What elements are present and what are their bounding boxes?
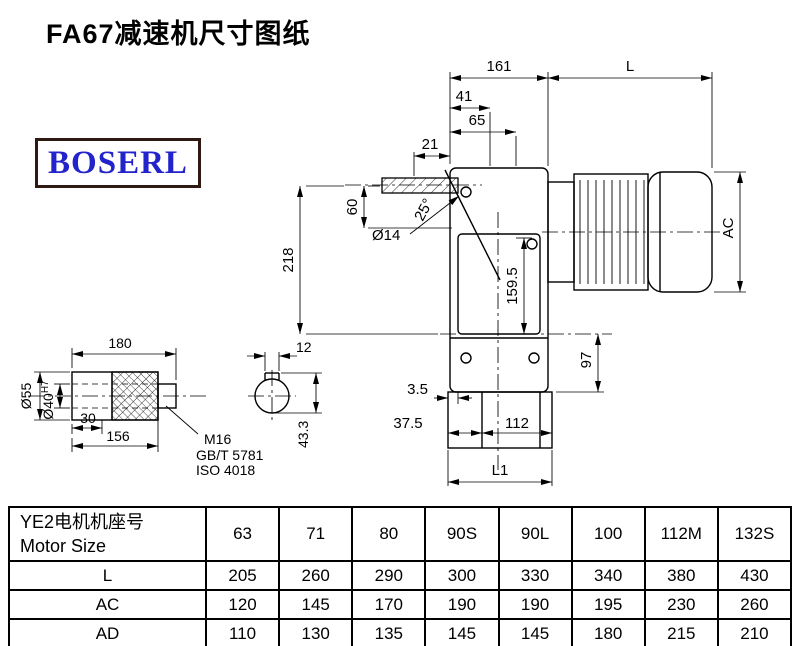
table-cell: 195 [570, 589, 646, 620]
dim-156-label: 156 [106, 428, 130, 444]
shaft-knurl-cross [112, 372, 158, 420]
gearbox-housing [449, 167, 549, 393]
table-cell: 170 [351, 589, 427, 620]
table-cell: 330 [497, 560, 573, 591]
input-shaft [381, 177, 459, 194]
dim-161-label: 161 [486, 58, 511, 75]
dim-25deg-label: 25° [411, 196, 437, 224]
table-cell: 210 [716, 618, 793, 646]
table-cell: 380 [643, 560, 719, 591]
boserl-logo: BOSERL [35, 138, 201, 188]
motor-size-col-90s: 90S [424, 506, 500, 562]
dim-60-label: 60 [344, 199, 361, 216]
motor-size-header-cn: YE2电机机座号 [20, 512, 145, 532]
dim-159-5-label: 159.5 [504, 267, 521, 305]
table-cell: 260 [278, 560, 354, 591]
table-cell: 110 [204, 618, 281, 646]
dim-65-label: 65 [469, 112, 486, 129]
motor [542, 171, 730, 293]
dim-L1-label: L1 [492, 462, 509, 479]
row-label-L: L [8, 560, 207, 591]
table-row-AD: AD 110 130 135 145 145 180 215 210 [8, 618, 793, 646]
dim-21-label: 21 [422, 136, 439, 153]
standard-note-iso: ISO 4018 [196, 462, 255, 478]
main-dimensions: 161 L 41 65 21 60 Ø14 218 25° [280, 58, 746, 486]
angle-reference-line [444, 169, 501, 281]
motor-size-col-90l: 90L [497, 506, 573, 562]
dim-L-label: L [626, 58, 634, 75]
size-table: YE2电机机座号 Motor Size 63 71 80 90S 90L 100… [8, 506, 793, 646]
table-cell: 215 [643, 618, 719, 646]
table-cell: 180 [570, 618, 646, 646]
dim-41-label: 41 [456, 88, 473, 105]
motor-size-header: YE2电机机座号 Motor Size [8, 506, 207, 562]
dim-12-label: 12 [296, 339, 312, 355]
motor-size-col-112m: 112M [643, 506, 719, 562]
shaft-detail-view: Ø55 Ø40H7 180 30 156 M16 GB/T 578 [18, 335, 264, 478]
table-cell: 145 [497, 618, 573, 646]
dim-3-5-label: 3.5 [407, 381, 428, 398]
main-view [345, 167, 730, 470]
bolt-hole-top-right [526, 238, 538, 250]
bolt-hole-bottom-right [528, 352, 540, 364]
output-flange [447, 391, 553, 449]
table-cell: 340 [570, 560, 646, 591]
dim-dia55-label: Ø55 [18, 383, 34, 410]
table-cell: 300 [424, 560, 500, 591]
table-cell: 145 [278, 589, 354, 620]
motor-size-col-80: 80 [351, 506, 427, 562]
table-row-AC: AC 120 145 170 190 190 195 230 260 [8, 589, 793, 620]
boserl-logo-text: BOSERL [48, 144, 188, 181]
dim-43-3-label: 43.3 [295, 421, 311, 448]
table-cell: 120 [204, 589, 281, 620]
table-cell: 145 [424, 618, 500, 646]
dim-dia40-label: Ø40H7 [40, 380, 56, 420]
bolt-hole-top-left [460, 186, 472, 198]
dim-30-label: 30 [80, 410, 96, 426]
dim-AC-label: AC [720, 217, 737, 238]
motor-size-col-71: 71 [278, 506, 354, 562]
dim-180-label: 180 [108, 335, 132, 351]
table-row-L: L 205 260 290 300 330 340 380 430 [8, 560, 793, 591]
table-cell: 430 [716, 560, 793, 591]
table-cell: 290 [351, 560, 427, 591]
standard-note-gbt: GB/T 5781 [196, 447, 264, 463]
thread-leader-line [165, 405, 199, 435]
motor-size-col-63: 63 [204, 506, 281, 562]
dim-37-5-label: 37.5 [393, 415, 422, 432]
thread-note-label: M16 [204, 431, 231, 447]
table-cell: 130 [278, 618, 354, 646]
technical-drawing: 161 L 41 65 21 60 Ø14 218 25° [18, 58, 746, 486]
motor-size-col-132s: 132S [716, 506, 793, 562]
table-cell: 260 [716, 589, 793, 620]
motor-size-col-100: 100 [570, 506, 646, 562]
row-label-AC: AC [8, 589, 207, 620]
row-label-AD: AD [8, 618, 207, 646]
dim-dia14-label: Ø14 [372, 227, 400, 244]
motor-size-header-en: Motor Size [20, 536, 107, 556]
table-cell: 190 [424, 589, 500, 620]
table-cell: 135 [351, 618, 427, 646]
table-cell: 205 [204, 560, 281, 591]
table-header-row: YE2电机机座号 Motor Size 63 71 80 90S 90L 100… [8, 506, 793, 562]
page-title: FA67减速机尺寸图纸 [46, 19, 311, 49]
dim-97-label: 97 [578, 352, 595, 369]
table-cell: 230 [643, 589, 719, 620]
keyway-section-view: 12 43.3 [247, 339, 322, 448]
table-cell: 190 [497, 589, 573, 620]
shaft-end-cap [157, 383, 177, 409]
dim-112-label: 112 [505, 415, 529, 432]
bolt-hole-bottom-left [460, 352, 472, 364]
dim-218-label: 218 [280, 247, 297, 272]
housing-flange-face [457, 233, 541, 335]
